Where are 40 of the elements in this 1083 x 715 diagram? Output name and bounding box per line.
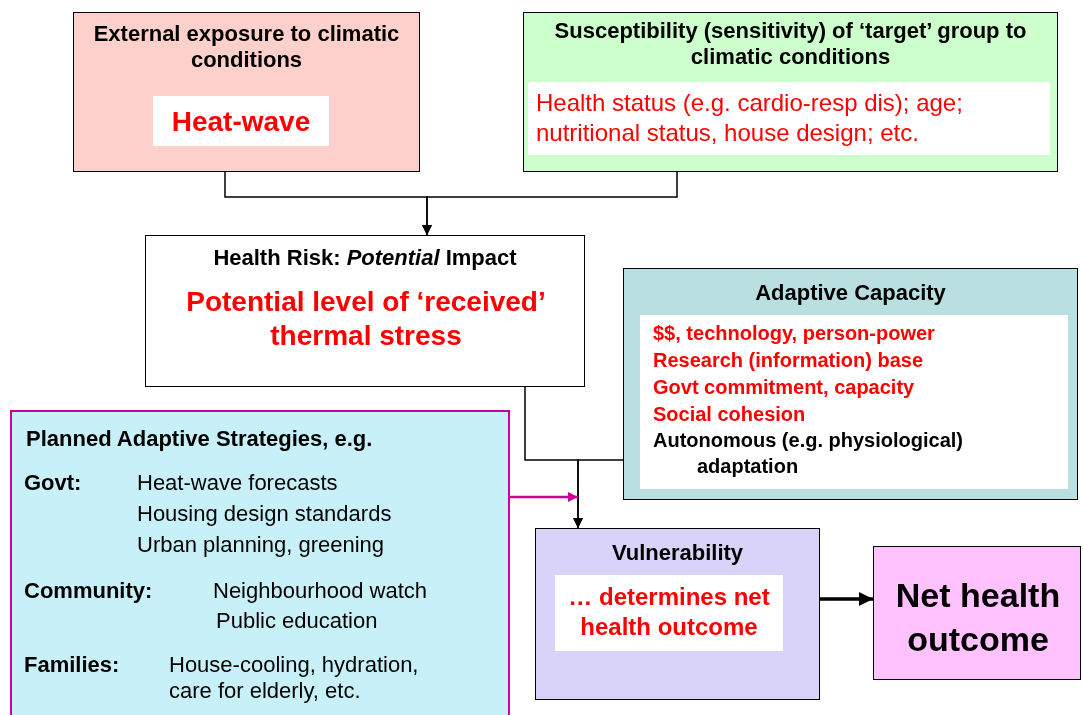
box-heading: Susceptibility (sensitivity) of ‘target’ group to climatic conditions (553, 18, 1028, 71)
strategy-item: Public education (216, 608, 378, 635)
health-risk-box (145, 235, 585, 387)
adaptive-capacity-box (623, 268, 1078, 500)
capacity-item: Autonomous (e.g. physiological) adaptation (653, 428, 964, 479)
box-heading: Vulnerability (610, 540, 745, 567)
capacity-item: Govt commitment, capacity (653, 375, 915, 400)
capacity-item: Research (information) base (653, 348, 924, 373)
susceptibility-box (523, 12, 1058, 172)
capacity-item: $$, technology, person-power (653, 321, 935, 346)
strategies-box (10, 410, 510, 715)
strategy-item: Housing design standards (137, 501, 392, 528)
strategy-item: Urban planning, greening (137, 532, 385, 559)
group-label: Govt: (24, 470, 82, 497)
box-heading: Health Risk: Potential Impact (212, 245, 518, 272)
vulnerability-box (535, 528, 820, 700)
detail-box (640, 315, 1068, 489)
arrow (422, 171, 678, 236)
arrow (510, 492, 578, 502)
exposure-box (73, 12, 420, 172)
group-label: Community: (24, 578, 153, 605)
outcome-box (873, 546, 1081, 680)
strategy-item: Heat-wave forecasts (137, 470, 338, 497)
group-label: Families: (24, 652, 120, 679)
hazard-text: Heat-wave (170, 105, 312, 139)
box-heading: Adaptive Capacity (754, 280, 947, 307)
detail-box (555, 575, 783, 651)
box-heading: External exposure to climatic conditions (92, 21, 401, 74)
detail-box (528, 82, 1050, 155)
strategy-item: Neighbourhood watch (213, 578, 428, 605)
arrow (573, 459, 624, 529)
hazard-box (153, 96, 329, 146)
capacity-item: Social cohesion (653, 402, 806, 427)
detail-text: Health status (e.g. cardio-resp dis); age; nutritional status, house design; etc. (536, 88, 964, 148)
arrow (820, 592, 873, 606)
box-heading: Planned Adaptive Strategies, e.g. (26, 426, 373, 453)
outcome-text: Net health outcome (894, 575, 1062, 661)
vulnerability-text: … determines net health outcome (567, 582, 771, 642)
risk-text: Potential level of ‘received’ thermal stress (185, 285, 547, 353)
strategy-item: House-cooling, hydration, care for elderly, etc. (169, 652, 420, 705)
